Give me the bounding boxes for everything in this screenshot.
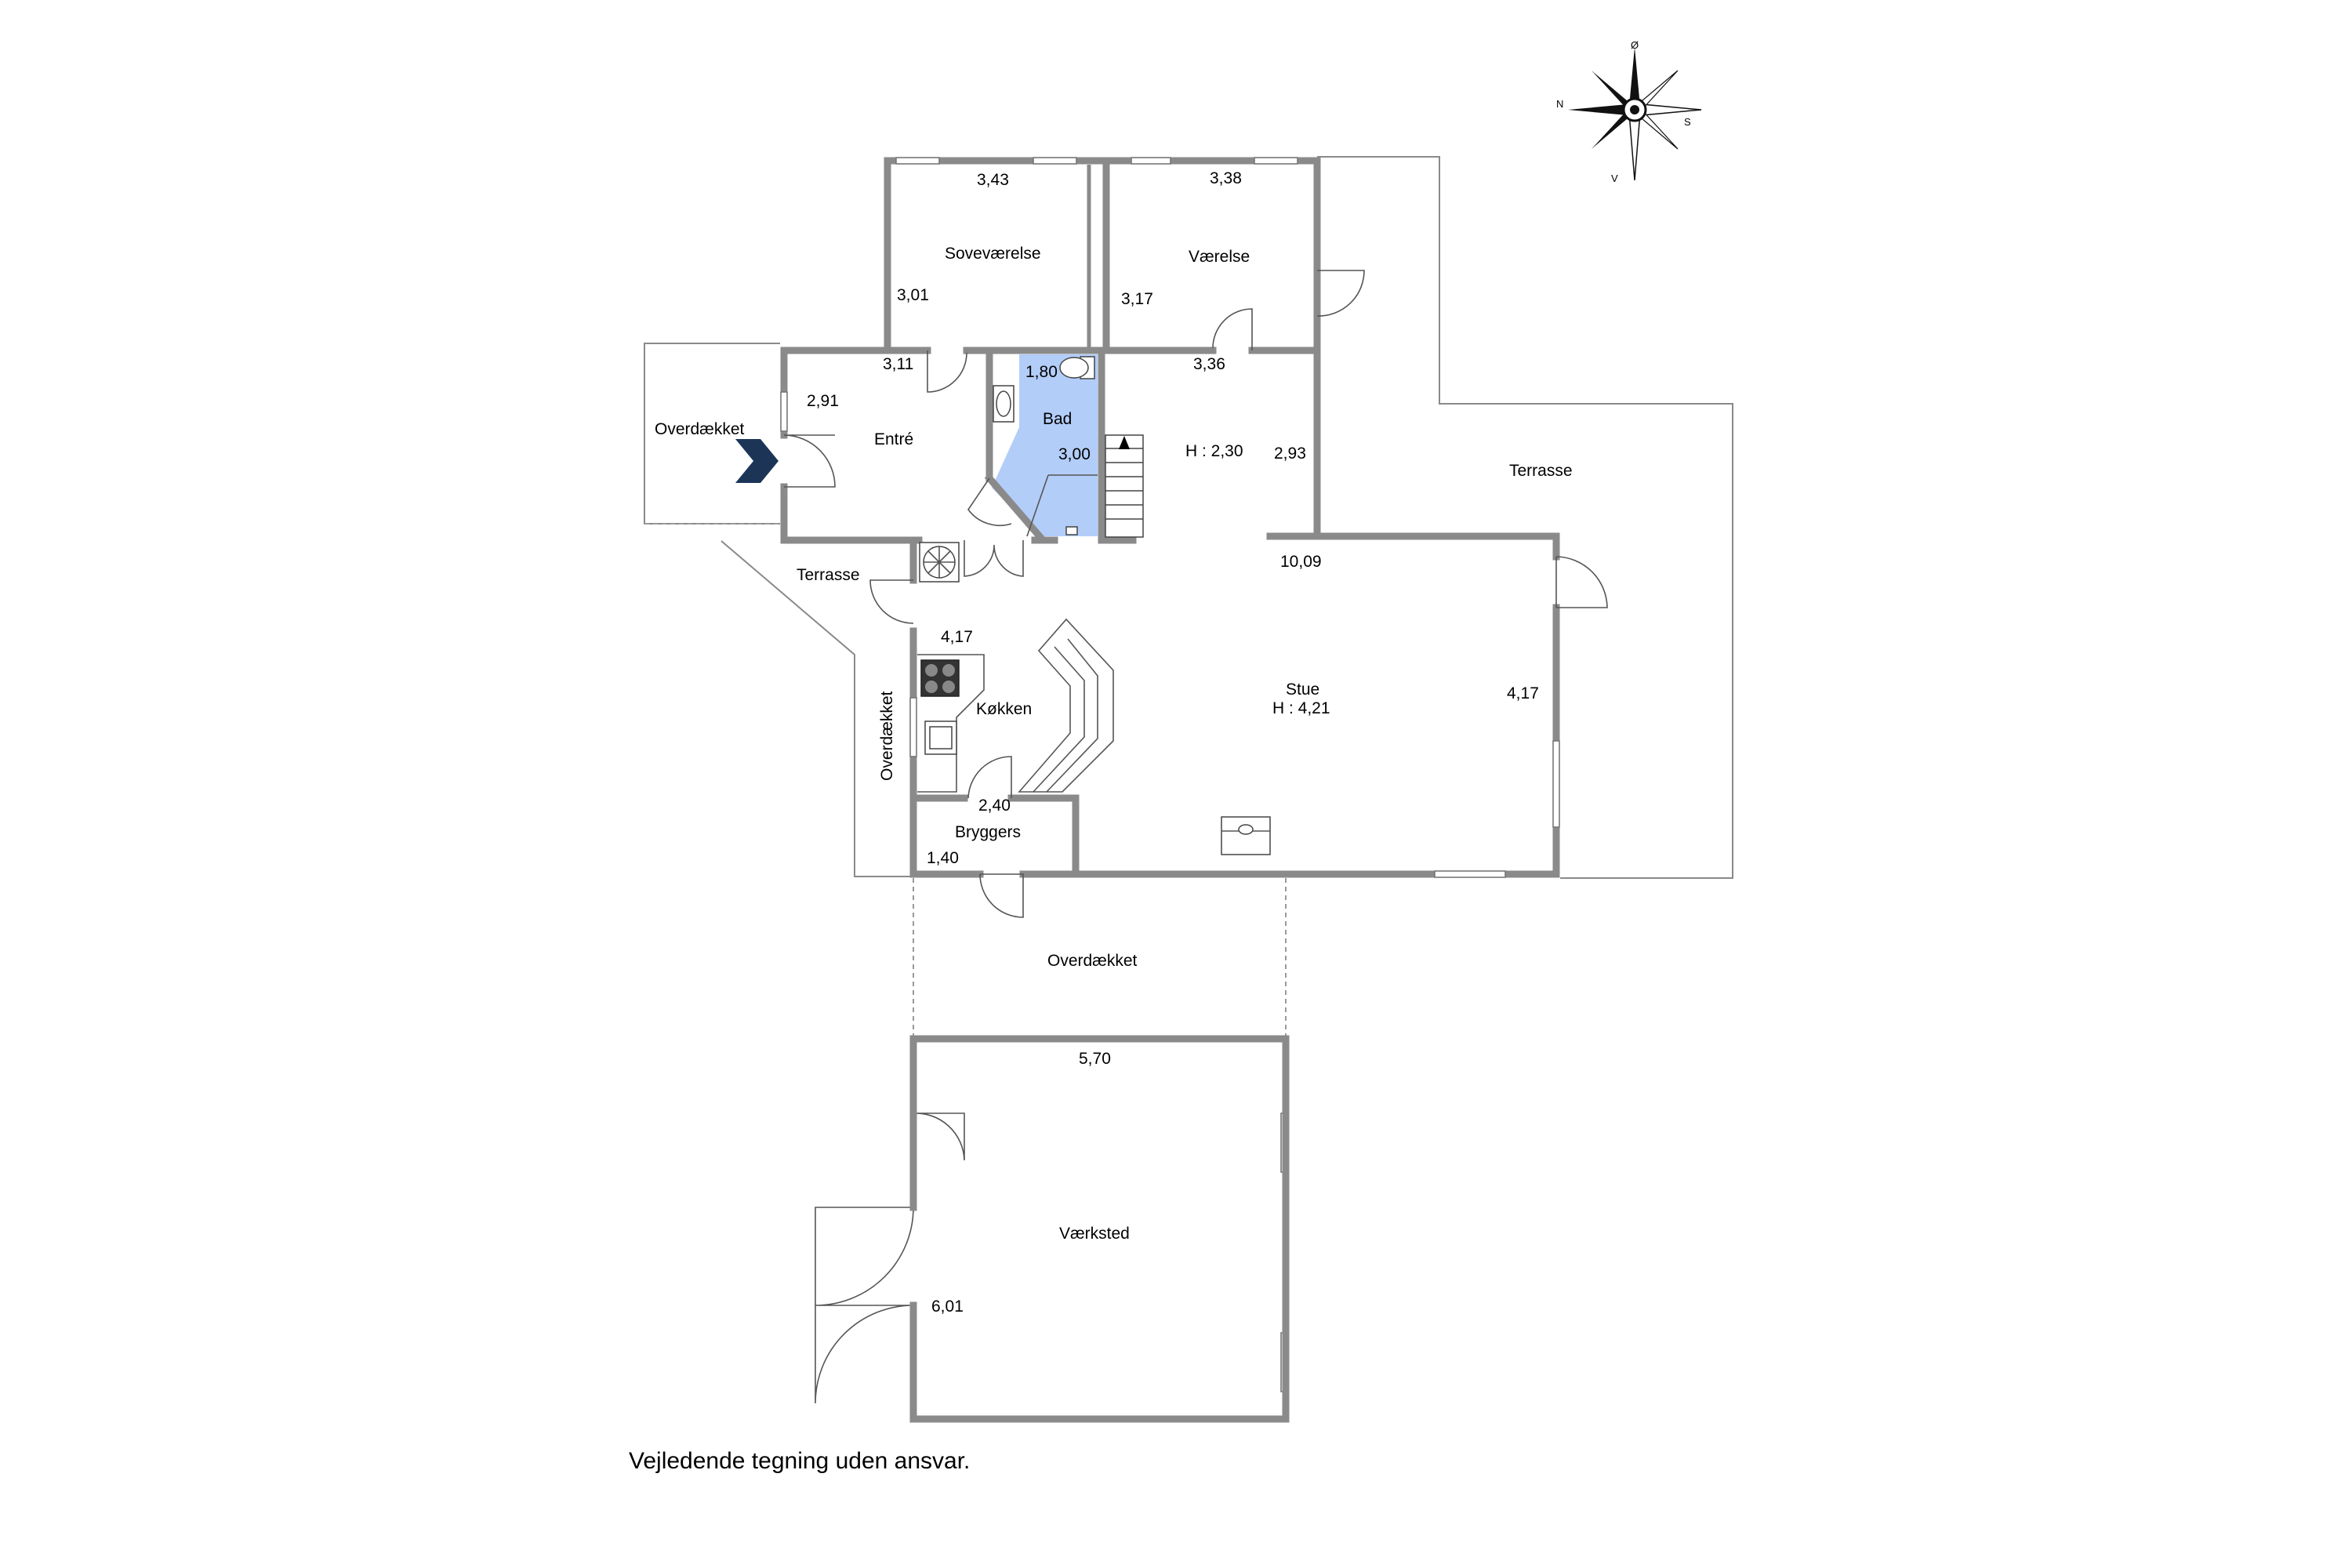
bathroom-floor (992, 354, 1098, 536)
entre-name: Entré (874, 430, 913, 448)
vaerksted-name: Værksted (1059, 1225, 1130, 1243)
entre-depth: 2,91 (807, 392, 839, 410)
door-sovevaerelse (927, 350, 967, 393)
overdaekket-south-label: Overdækket (1047, 952, 1138, 970)
door-vaerelse-terrace (1316, 270, 1365, 317)
doors (783, 270, 1608, 1404)
kitchen-counter (917, 654, 985, 793)
door-bath (967, 477, 1012, 527)
sovevaerelse-width: 3,43 (977, 171, 1009, 189)
compass-east-label: Ø (1631, 39, 1639, 51)
window-stue-east (1552, 740, 1560, 828)
compass-west-label: V (1611, 172, 1618, 184)
kokken-name: Køkken (976, 700, 1032, 718)
window-sovevaerelse-left (895, 157, 940, 165)
kitchen-sink-icon (924, 720, 957, 755)
toilet-icon (1059, 356, 1095, 379)
stue-width: 10,09 (1280, 553, 1322, 571)
terrasse-east-label: Terrasse (1509, 462, 1573, 480)
kokken-depth: 2,40 (978, 797, 1011, 815)
triangle-up-icon (1119, 436, 1130, 449)
bad-width: 1,80 (1025, 363, 1058, 381)
hall-width: 3,36 (1193, 355, 1225, 373)
compass-south-label: S (1684, 116, 1691, 128)
floor-drain-icon (1065, 526, 1078, 535)
bryggers-width: 1,40 (927, 849, 959, 867)
kitchen-island (1018, 618, 1114, 793)
outdoor-labels: Overdækket Terrasse Overdækket Terrasse … (655, 420, 1573, 970)
stue-depth: 4,17 (1507, 684, 1539, 702)
bad-depth: 3,00 (1058, 445, 1091, 463)
door-bryggers-out (979, 873, 1024, 918)
walls (780, 157, 1560, 878)
compass-north-label: N (1556, 98, 1563, 110)
window-entre (780, 391, 788, 432)
ventilation-icon (919, 542, 960, 583)
wall-hall-stue-left (1266, 532, 1560, 561)
overdaekket-side-label: Overdækket (878, 691, 896, 781)
door-hall-double (964, 540, 1024, 577)
outdoor-areas (644, 156, 1733, 1039)
stue-name: Stue (1286, 681, 1319, 699)
window-vaerelse-left (1131, 157, 1171, 165)
sink-icon (993, 385, 1014, 423)
sovevaerelse-name: Soveværelse (945, 245, 1041, 263)
shower-outline (1026, 474, 1098, 537)
overdaekket-west-label: Overdækket (655, 420, 745, 438)
hall-height: H : 2,30 (1185, 442, 1243, 460)
kitchen-island-inner (1033, 638, 1098, 793)
vaerelse-width: 3,38 (1210, 169, 1242, 187)
room-labels: 3,43 Soveværelse 3,01 3,38 Værelse 3,17 … (807, 169, 1539, 1316)
windows (780, 157, 1560, 1392)
door-kitchen-terrace (869, 579, 914, 624)
staircase (1105, 434, 1144, 538)
terrasse-east-area (1317, 156, 1733, 879)
vaerksted-width: 5,70 (1079, 1050, 1111, 1068)
overdaekket-west-area (644, 343, 780, 524)
sovevaerelse-depth: 3,01 (897, 286, 929, 304)
door-entre-front (783, 434, 836, 488)
chevron-right-icon (735, 439, 779, 483)
bad-name: Bad (1043, 410, 1072, 428)
fixtures (917, 356, 1271, 855)
terrasse-west-area (720, 540, 921, 877)
fireplace-icon (1221, 816, 1271, 855)
window-kitchen (909, 697, 917, 757)
entre-width: 3,11 (883, 355, 913, 373)
door-vaerksted-side (913, 1112, 965, 1161)
stove-icon (920, 659, 960, 697)
kokken-width: 4,17 (941, 628, 973, 646)
wall-bedrooms-outer (884, 157, 1321, 354)
wall-bath-diagonal (984, 473, 1045, 542)
bryggers-name: Bryggers (955, 823, 1021, 841)
window-vaerelse-right (1254, 157, 1298, 165)
door-vaerksted-double (815, 1207, 914, 1404)
wall-stue-east (1501, 604, 1560, 878)
door-vaerelse (1212, 308, 1253, 350)
window-sovevaerelse-right (1033, 157, 1077, 165)
wall-vaerksted (909, 1035, 1290, 1423)
vaerelse-depth: 3,17 (1121, 290, 1153, 308)
compass-rose-icon: Ø N S V (1556, 39, 1702, 184)
terrasse-west-label: Terrasse (797, 566, 860, 584)
disclaimer-text: Vejledende tegning uden ansvar. (629, 1448, 970, 1474)
door-bryggers-kitchen (967, 756, 1012, 799)
hall-depth: 2,93 (1274, 445, 1306, 463)
vaerelse-name: Værelse (1189, 248, 1250, 266)
vaerksted-depth: 6,01 (931, 1298, 964, 1316)
stue-height: H : 4,21 (1272, 699, 1330, 717)
window-stue-south (1434, 870, 1506, 878)
door-stue-east (1555, 556, 1608, 608)
